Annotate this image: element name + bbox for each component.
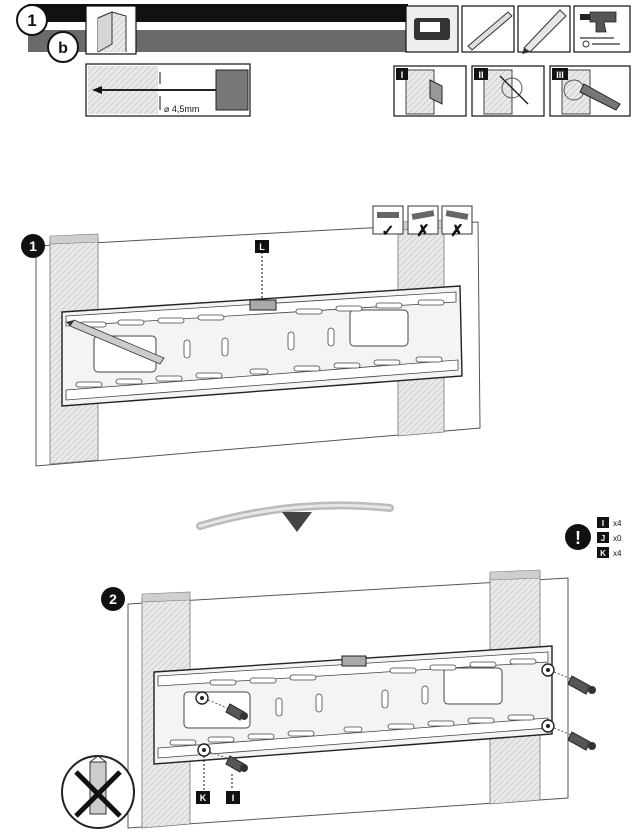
- wood-stud-icon: [85, 5, 137, 55]
- step1-mount-plate: [61, 285, 463, 407]
- step1-number: 1: [29, 238, 37, 254]
- step2-number: 2: [109, 591, 117, 607]
- stud-finder-icon: [405, 5, 459, 53]
- screw-icon: [195, 691, 248, 721]
- drill-icon: [573, 5, 631, 53]
- panel-3-label: III: [556, 70, 564, 80]
- header-panel-3: III: [549, 65, 631, 117]
- panel-2-label: II: [478, 70, 483, 80]
- level-check-3-mark: ✗: [450, 223, 463, 240]
- level-tool-icon: [461, 5, 515, 53]
- header-substep-letter: b: [58, 40, 68, 57]
- screw-icon: [541, 719, 596, 751]
- warning-symbol: !: [575, 528, 581, 548]
- drill-size-label: ⌀ 4,5mm: [164, 104, 199, 114]
- transition-arrow: [196, 501, 394, 532]
- callout-k: K: [200, 793, 207, 803]
- level-check-2: ✗: [407, 205, 439, 240]
- panel-1-label: I: [401, 70, 404, 80]
- no-anchor-icon: [61, 755, 135, 829]
- level-check-3: ✗: [441, 205, 473, 240]
- header-step-number: 1: [27, 11, 36, 30]
- step2-mount-plate: [153, 645, 553, 765]
- header-substep-badge: b: [47, 31, 79, 63]
- header-bars: [28, 4, 408, 52]
- part-1-count: x4: [613, 519, 622, 528]
- part-3-label: K: [600, 549, 606, 558]
- header-step-badge: 1: [16, 4, 48, 36]
- drill-depth-diagram: ⌀ 4,5mm: [85, 63, 251, 117]
- level-check-1-mark: ✓: [381, 223, 394, 240]
- part-2-label: J: [601, 534, 605, 543]
- level-check-1: ✓: [372, 205, 404, 240]
- step1-level-callout: L: [255, 240, 269, 298]
- step2-callouts: K I: [196, 756, 240, 804]
- header-bar-step: [28, 4, 408, 22]
- step1-badge: 1: [21, 234, 45, 258]
- header-panel-1: I: [393, 65, 467, 117]
- warning-icon: !: [565, 524, 591, 550]
- step2-badge: 2: [101, 587, 125, 611]
- part-1-label: I: [602, 519, 604, 528]
- step1-center-label: L: [259, 242, 265, 252]
- screw-icon: [197, 743, 248, 773]
- header-panel-2: II: [471, 65, 545, 117]
- screw-icon: [541, 663, 596, 695]
- header-bar-substep: [28, 30, 408, 52]
- callout-i: I: [232, 793, 235, 803]
- pencil-icon: [517, 5, 571, 54]
- part-2-count: x0: [613, 534, 622, 543]
- level-check-2-mark: ✗: [416, 223, 429, 240]
- parts-list: I x4 J x0 K x4: [597, 517, 622, 558]
- part-3-count: x4: [613, 549, 622, 558]
